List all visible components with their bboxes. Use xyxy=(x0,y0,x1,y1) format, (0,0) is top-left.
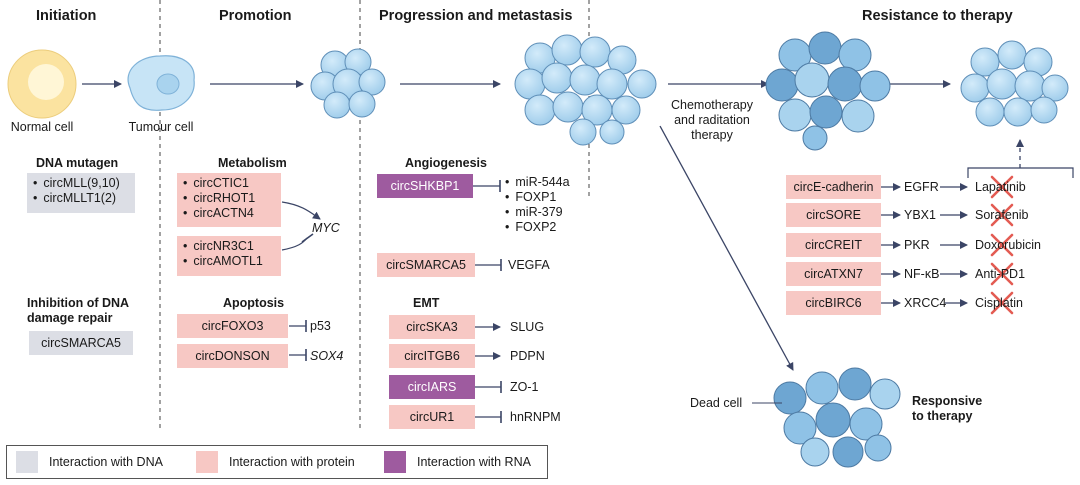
pkr-protein: PKR xyxy=(904,238,930,252)
legend-swatch-dna xyxy=(16,451,38,473)
circfoxo3-box: circFOXO3 xyxy=(177,314,288,338)
dna-mutagen-title: DNA mutagen xyxy=(36,156,119,170)
legend-label-rna: Interaction with RNA xyxy=(417,455,531,469)
regrown-tumour-icon xyxy=(960,40,1069,127)
zo1-target: ZO-1 xyxy=(510,380,539,394)
angiogenesis-title: Angiogenesis xyxy=(405,156,487,170)
circcreit-box: circCREIT xyxy=(786,233,881,257)
metabolism-item: circACTN4 xyxy=(183,206,275,221)
therapy-label: Chemotherapy and raditation therapy xyxy=(671,98,753,142)
circsmarca5-protein-box: circSMARCA5 xyxy=(377,253,475,277)
circe-cadherin-box: circE-cadherin xyxy=(786,175,881,199)
circbirc6-box: circBIRC6 xyxy=(786,291,881,315)
metabolism-item: circCTIC1 xyxy=(183,176,275,191)
myc-target: MYC xyxy=(312,221,340,235)
apoptosis-title: Apoptosis xyxy=(223,296,285,310)
metabolism-item: circRHOT1 xyxy=(183,191,275,206)
circsmarca5-dna-box: circSMARCA5 xyxy=(29,331,133,355)
tumour-cell-label: Tumour cell xyxy=(128,120,194,134)
metabolism-title: Metabolism xyxy=(218,156,287,170)
sox4-target: SOX4 xyxy=(310,349,344,363)
normal-cell-label: Normal cell xyxy=(10,120,74,134)
dna-repair-title: Inhibition of DNA damage repair xyxy=(27,296,130,325)
legend-swatch-protein xyxy=(196,451,218,473)
tumour-cluster-small-icon xyxy=(310,48,386,119)
lapatinib-drug: Lapatinib xyxy=(975,180,1026,194)
ybx1-protein: YBX1 xyxy=(904,208,936,222)
header-initiation: Initiation xyxy=(36,8,97,24)
emt-title: EMT xyxy=(413,296,440,310)
circsore-box: circSORE xyxy=(786,203,881,227)
responsive-label: Responsive to therapy xyxy=(912,394,983,423)
angiogenesis-target: FOXP1 xyxy=(505,190,570,205)
hnrnpm-target: hnRNPM xyxy=(510,410,561,424)
legend-label-dna: Interaction with DNA xyxy=(49,455,163,469)
dna-mutagen-item: circMLL(9,10) xyxy=(33,176,129,191)
dna-mutagen-item: circMLLT1(2) xyxy=(33,191,129,206)
sorafenib-drug: Sorafenib xyxy=(975,208,1029,222)
p53-target: p53 xyxy=(310,319,331,333)
angiogenesis-target: miR-544a xyxy=(505,175,569,190)
slug-target: SLUG xyxy=(510,320,545,334)
metabolism-box-1: circCTIC1 circRHOT1 circACTN4 xyxy=(177,173,281,227)
dead-cell-label: Dead cell xyxy=(690,396,743,410)
anti-pd1-drug: Anti-PD1 xyxy=(975,267,1026,281)
vegfa-target: VEGFA xyxy=(508,258,550,272)
pdpn-target: PDPN xyxy=(510,349,545,363)
angiogenesis-targets: miR-544a FOXP1 miR-379 FOXP2 xyxy=(505,175,570,235)
cisplatin-drug: Cisplatin xyxy=(975,296,1023,310)
circdonson-box: circDONSON xyxy=(177,344,288,368)
circitgb6-box: circITGB6 xyxy=(389,344,475,368)
nfkb-protein: NF-κB xyxy=(904,267,940,281)
resistance-cross-icons xyxy=(990,175,1014,315)
circska3-box: circSKA3 xyxy=(389,315,475,339)
header-resistance: Resistance to therapy xyxy=(862,8,1013,24)
circatxn7-box: circATXN7 xyxy=(786,262,881,286)
metabolism-item: circNR3C1 xyxy=(183,239,275,254)
legend-label-protein: Interaction with protein xyxy=(229,455,355,469)
angiogenesis-target: FOXP2 xyxy=(505,220,570,235)
metabolism-box-2: circNR3C1 circAMOTL1 xyxy=(177,236,281,276)
doxorubicin-drug: Doxorubicin xyxy=(975,238,1042,252)
egfr-protein: EGFR xyxy=(904,180,939,194)
circshkbp1-box: circSHKBP1 xyxy=(377,174,473,198)
header-progression: Progression and metastasis xyxy=(379,8,573,24)
angiogenesis-target: miR-379 xyxy=(505,205,570,220)
normal-cell-icon xyxy=(7,49,77,119)
legend: Interaction with DNA Interaction with pr… xyxy=(6,445,548,479)
dna-mutagen-box: circMLL(9,10) circMLLT1(2) xyxy=(27,173,135,213)
legend-swatch-rna xyxy=(384,451,406,473)
circur1-box: circUR1 xyxy=(389,405,475,429)
tumour-cell-icon xyxy=(127,55,195,111)
resistant-tumour-icon xyxy=(765,31,891,151)
circiars-box: circIARS xyxy=(389,375,475,399)
dead-cell-cluster-icon xyxy=(773,367,901,468)
metabolism-item: circAMOTL1 xyxy=(183,254,275,269)
header-promotion: Promotion xyxy=(219,8,292,24)
xrcc4-protein: XRCC4 xyxy=(904,296,947,310)
tumour-cluster-large-icon xyxy=(514,34,657,146)
